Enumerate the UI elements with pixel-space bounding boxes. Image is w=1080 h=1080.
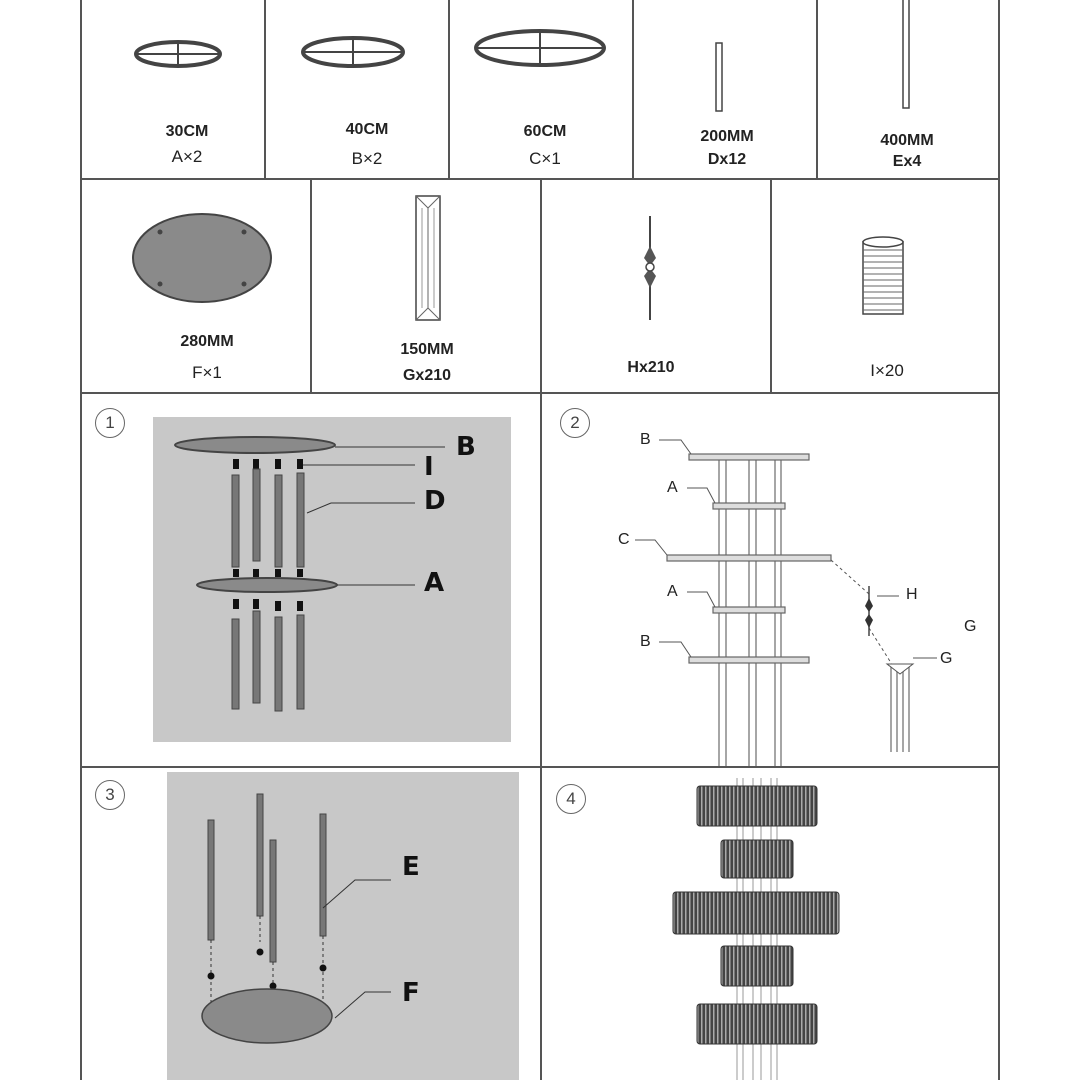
step4-assembled-chandelier [672,778,840,1080]
instruction-sheet [80,0,1000,1080]
label-g-right: G [964,618,977,635]
step1-panel [153,417,511,742]
part-c-size: 60CM [523,123,567,140]
part-d-code: Dx12 [707,151,747,168]
label-h: H [906,586,918,603]
step3-diagram [201,793,391,1044]
callout-a: A [424,568,445,598]
rod-d-icon [715,42,723,112]
crystal-g-icon [415,195,441,321]
rod-e-icon [902,0,910,109]
label-a-lower: A [667,583,678,600]
callout-e: E [402,852,420,882]
part-d-size: 200MM [700,128,754,145]
divider [816,0,818,180]
ring-b-icon [301,36,405,68]
label-b-bottom: B [640,633,651,650]
connector-h-icon [644,216,656,320]
label-b-top: B [640,431,651,448]
part-a-size: 30CM [165,123,209,140]
callout-d: D [424,486,446,516]
callout-i: I [424,452,434,482]
callout-b: B [456,432,476,462]
label-a-upper: A [667,479,678,496]
label-g: G [940,650,953,667]
step-number: 2 [560,408,590,438]
part-f-size: 280MM [180,333,234,350]
part-b-code: B×2 [351,149,383,168]
divider [540,392,542,1080]
label-c: C [618,531,630,548]
part-a-code: A×2 [171,147,203,166]
part-c-code: C×1 [529,149,561,168]
divider [540,178,542,394]
part-g-size: 150MM [400,341,454,358]
step-number: 1 [95,408,125,438]
part-i-code: I×20 [870,361,904,380]
part-b-size: 40CM [345,121,389,138]
step-number: 4 [556,784,586,814]
divider [632,0,634,180]
step-number: 3 [95,780,125,810]
ring-c-icon [474,29,606,67]
plate-f-icon [132,213,272,303]
part-e-code: Ex4 [892,153,922,170]
step2-diagram [635,439,937,766]
divider [770,178,772,394]
spacer-i-icon [862,236,904,315]
callout-f: F [402,978,420,1008]
part-g-code: Gx210 [402,367,452,384]
divider [448,0,450,180]
part-f-code: F×1 [192,363,222,382]
divider [310,178,312,394]
part-h-code: Hx210 [627,359,675,376]
part-e-size: 400MM [880,132,934,149]
ring-a-icon [134,40,222,68]
divider [264,0,266,180]
step1-diagram [174,436,445,712]
